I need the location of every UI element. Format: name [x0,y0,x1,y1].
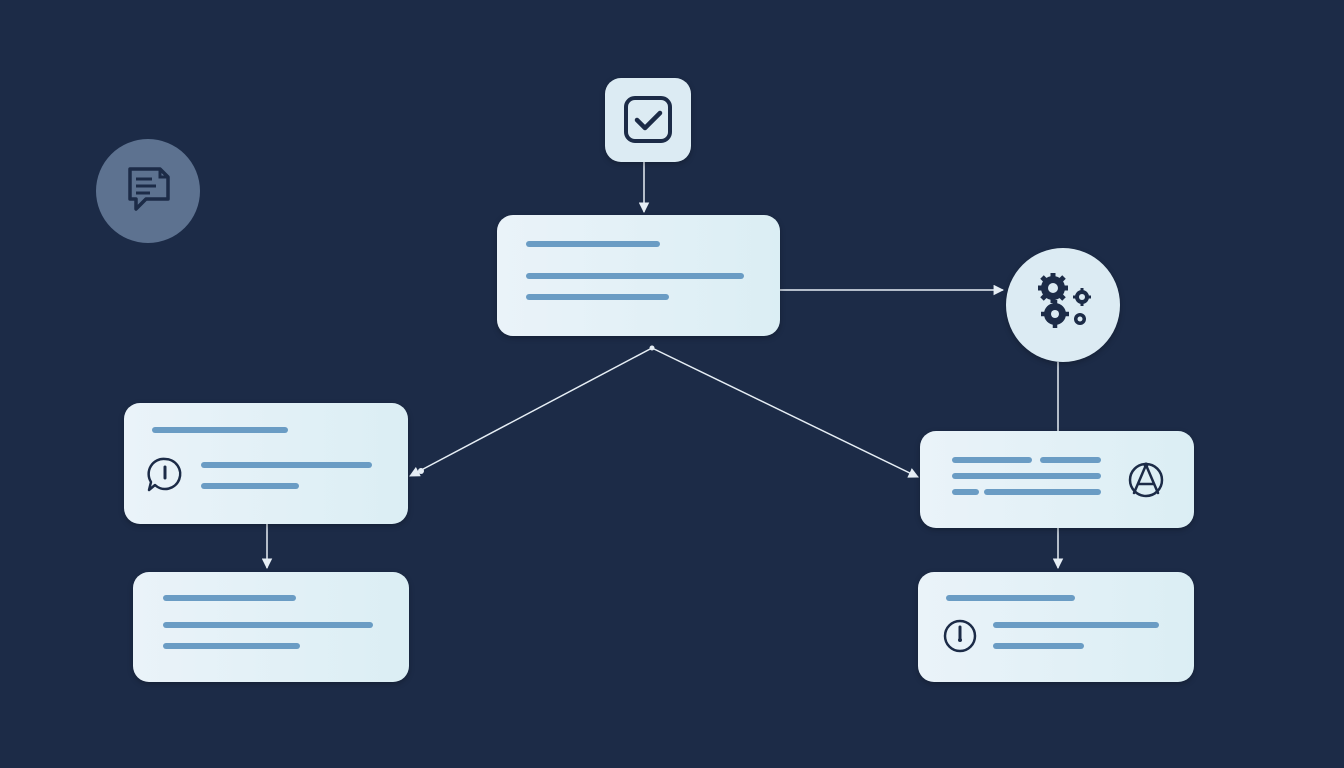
top-card-line-1 [526,241,660,247]
left-bottom-card-line-2 [163,622,373,628]
gears-node[interactable] [1006,248,1120,362]
left-bottom-card-line-1 [163,595,296,601]
left-card-line-3 [201,483,299,489]
right-card-line-3a [952,489,979,495]
checkbox-check-icon [624,96,672,143]
alert-bubble-icon [147,457,182,492]
right-bottom-card[interactable] [918,572,1194,682]
edge-dot-left [418,468,424,474]
check-node[interactable] [605,78,691,162]
edge-top-to-right [651,347,919,478]
clock-icon [943,619,977,653]
right-card-line-1a [952,457,1032,463]
document-chat-icon [128,167,170,211]
compass-network-icon [1128,462,1164,498]
right-bottom-card-line-1 [946,595,1075,601]
left-card[interactable] [124,403,408,524]
top-card-line-2 [526,273,744,279]
right-card[interactable] [920,431,1194,528]
gears-icon [1038,273,1091,328]
right-card-line-1b [1040,457,1101,463]
right-bottom-card-line-2 [993,622,1159,628]
left-bottom-card-line-3 [163,643,300,649]
edge-top-to-left [409,347,653,477]
document-badge [96,139,200,243]
right-card-line-2 [952,473,1101,479]
left-bottom-card[interactable] [133,572,409,682]
right-bottom-card-line-3 [993,643,1084,649]
top-card[interactable] [497,215,780,336]
right-card-line-3b [984,489,1101,495]
top-card-line-3 [526,294,669,300]
left-card-line-1 [152,427,288,433]
left-card-line-2 [201,462,372,468]
